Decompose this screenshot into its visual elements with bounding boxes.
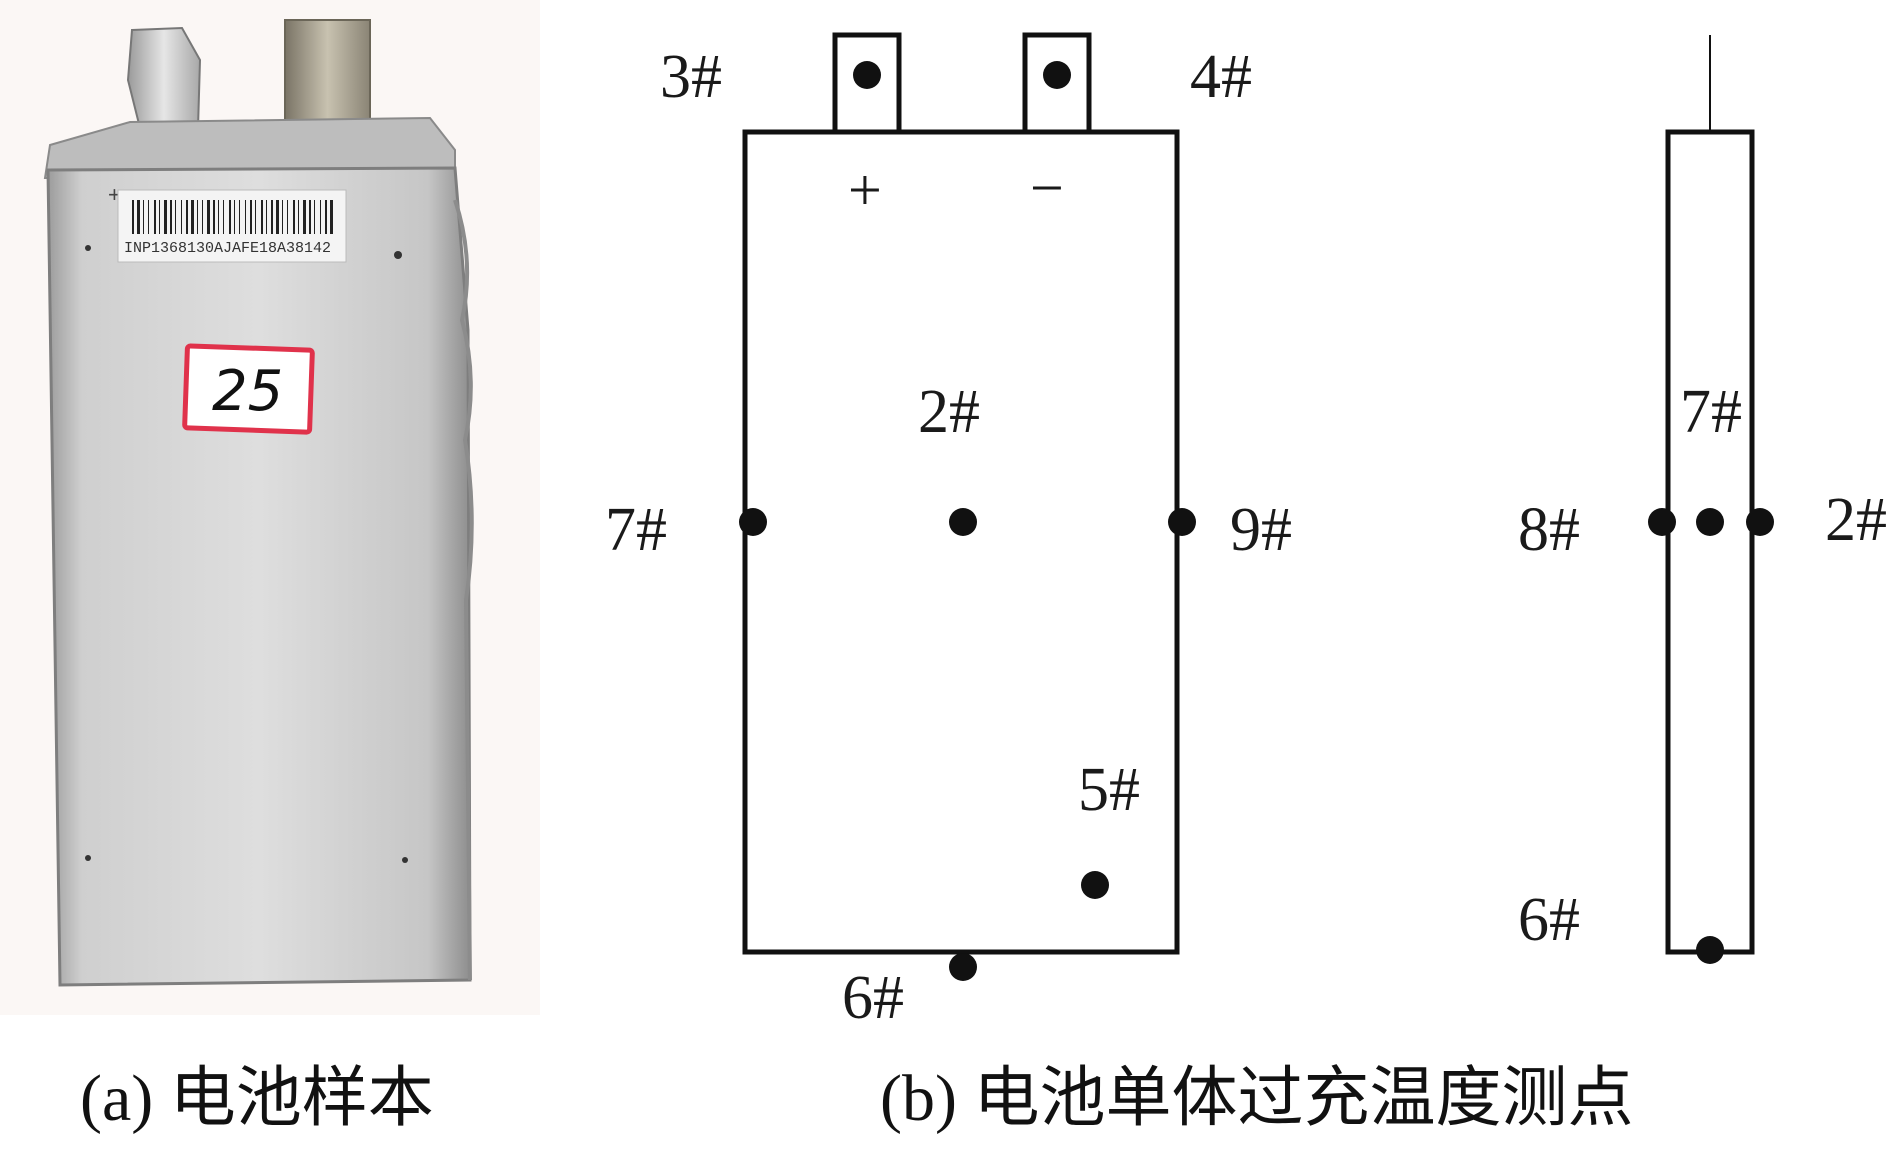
barcode-bar xyxy=(159,200,160,234)
barcode-bar xyxy=(303,200,306,234)
barcode-bar xyxy=(175,200,176,234)
caption-a: (a) 电池样本 xyxy=(80,1062,434,1135)
point-9-label: 9# xyxy=(1230,496,1292,564)
point-9-dot xyxy=(1168,508,1196,536)
barcode-bar xyxy=(170,200,172,234)
barcode-bar xyxy=(154,200,156,234)
barcode-bar xyxy=(186,200,188,234)
barcode-sticker: INP1368130AJAFE18A38142 xyxy=(117,189,347,263)
barcode-text: INP1368130AJAFE18A38142 xyxy=(124,240,331,257)
barcode-bar xyxy=(245,200,246,234)
negative-tab xyxy=(284,19,371,129)
barcode-bar xyxy=(164,200,167,234)
front-view-diagram: + − 3# 4# 2# 7# 9# 5# 6# xyxy=(605,32,1292,1032)
side-view-diagram: 7# 8# 2# 6# xyxy=(1518,35,1887,964)
barcode-bar xyxy=(266,200,267,234)
speck xyxy=(85,855,91,861)
side-point-2-label: 2# xyxy=(1825,486,1887,554)
sample-tag: 25 xyxy=(182,343,315,435)
point-6-dot xyxy=(949,953,977,981)
barcode-bar xyxy=(218,200,219,234)
point-5-label: 5# xyxy=(1078,756,1140,824)
barcode-bar xyxy=(234,200,235,234)
barcode-bars xyxy=(132,200,333,234)
speck xyxy=(394,251,402,259)
barcode-bar xyxy=(298,200,299,234)
barcode-bar xyxy=(202,200,203,234)
front-plus-sign: + xyxy=(848,157,882,223)
barcode-bar xyxy=(309,200,311,234)
speck xyxy=(85,245,91,251)
side-point-8-label: 8# xyxy=(1518,496,1580,564)
barcode-bar xyxy=(276,200,279,234)
point-2-dot xyxy=(949,508,977,536)
point-5-dot xyxy=(1081,871,1109,899)
positive-tab xyxy=(126,26,202,129)
barcode-bar xyxy=(320,200,321,234)
barcode-bar xyxy=(271,200,273,234)
speck xyxy=(402,857,408,863)
top-seal xyxy=(43,116,456,180)
side-point-6-dot xyxy=(1696,936,1724,964)
side-point-8-dot xyxy=(1648,508,1676,536)
point-4-label: 4# xyxy=(1190,43,1252,111)
barcode-bar xyxy=(207,200,210,234)
barcode-bar xyxy=(137,200,140,234)
barcode-bar xyxy=(191,200,194,234)
point-4-dot xyxy=(1043,61,1071,89)
barcode-bar xyxy=(148,200,149,234)
front-minus-sign: − xyxy=(1030,155,1064,221)
side-point-6-label: 6# xyxy=(1518,886,1580,954)
point-3-dot xyxy=(853,61,881,89)
sample-tag-text: 25 xyxy=(212,359,283,424)
side-point-7-label: 7# xyxy=(1680,378,1742,446)
side-cell-outline xyxy=(1665,129,1755,955)
barcode-bar xyxy=(314,200,315,234)
front-cell-outline xyxy=(742,129,1180,955)
barcode-bar xyxy=(197,200,198,234)
barcode-bar xyxy=(132,200,134,234)
point-6-label: 6# xyxy=(842,964,904,1032)
barcode-bar xyxy=(330,200,333,234)
barcode-bar xyxy=(287,200,288,234)
barcode-bar xyxy=(282,200,283,234)
side-point-2-dot xyxy=(1746,508,1774,536)
barcode-bar xyxy=(293,200,295,234)
barcode-bar xyxy=(261,200,263,234)
barcode-bar xyxy=(325,200,327,234)
barcode-bar xyxy=(181,200,182,234)
barcode-bar xyxy=(223,200,224,234)
barcode-bar xyxy=(239,200,240,234)
point-3-label: 3# xyxy=(660,43,722,111)
battery-body xyxy=(46,166,472,987)
barcode-bar xyxy=(229,200,231,234)
barcode-bar xyxy=(255,200,256,234)
caption-b: (b) 电池单体过充温度测点 xyxy=(880,1062,1633,1135)
point-7-dot xyxy=(739,508,767,536)
barcode-bar xyxy=(213,200,215,234)
side-point-7-dot xyxy=(1696,508,1724,536)
point-7-label: 7# xyxy=(605,496,667,564)
barcode-bar xyxy=(250,200,252,234)
battery-photo: + - INP1368130AJAFE18A38142 25 xyxy=(0,0,540,1015)
barcode-bar xyxy=(143,200,144,234)
body-edge xyxy=(453,199,474,981)
point-2-label: 2# xyxy=(918,378,980,446)
